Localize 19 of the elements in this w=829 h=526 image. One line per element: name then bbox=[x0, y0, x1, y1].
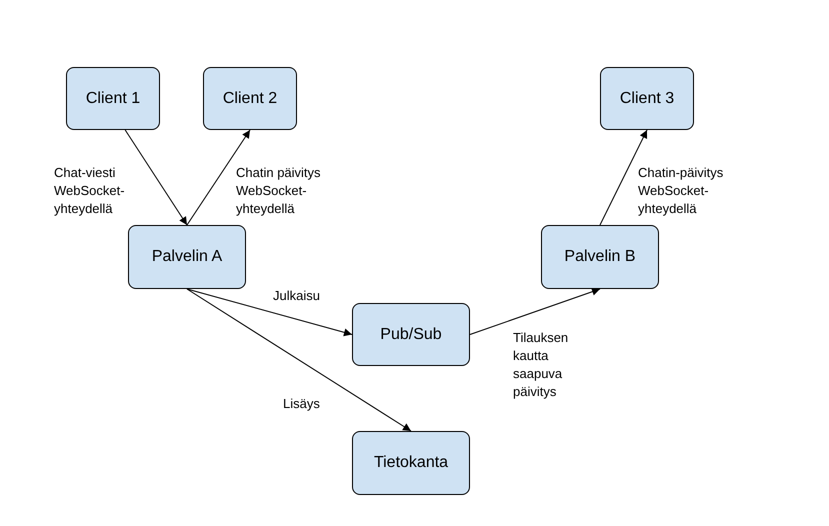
arrow bbox=[186, 288, 412, 432]
edge-label: Chatin päivitys WebSocket-yhteydellä bbox=[236, 164, 322, 218]
process-box: Palvelin A bbox=[128, 225, 246, 289]
arrow bbox=[186, 288, 352, 336]
process-box: Client 1 bbox=[66, 67, 160, 130]
edge-label: Julkaisu bbox=[273, 287, 321, 305]
arrow bbox=[124, 130, 188, 226]
arrow bbox=[186, 130, 250, 226]
edge-label: Tilauksen kautta saapuva päivitys bbox=[513, 329, 570, 401]
arrow bbox=[470, 288, 600, 335]
process-box: Pub/Sub bbox=[352, 303, 470, 366]
edge-label: Lisäys bbox=[283, 395, 321, 413]
process-box: Palvelin B bbox=[541, 225, 659, 289]
arrow bbox=[600, 130, 648, 226]
process-box: Client 2 bbox=[203, 67, 297, 130]
process-box: Client 3 bbox=[600, 67, 694, 130]
edge-label: Chat-viesti WebSocket-yhteydellä bbox=[54, 164, 126, 218]
edge-label: Chatin-päivitys WebSocket-yhteydellä bbox=[638, 164, 724, 218]
process-box: Tietokanta bbox=[352, 431, 470, 495]
